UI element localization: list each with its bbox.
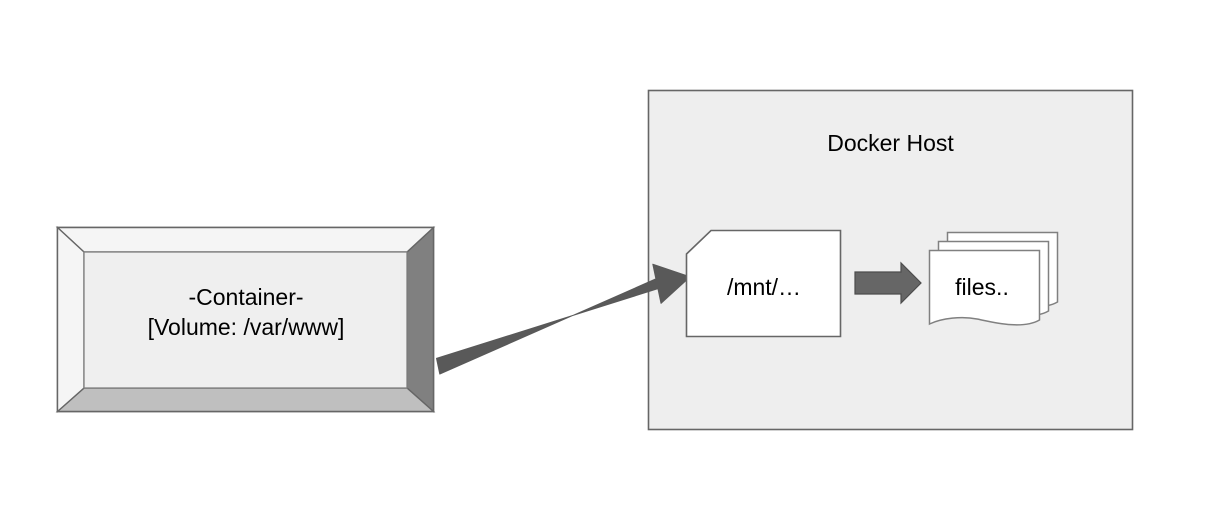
container-top-bevel: [55, 226, 436, 253]
container-to-mnt-arrow[interactable]: [427, 257, 699, 375]
container-box[interactable]: [55, 225, 436, 414]
files-sheet-front: [928, 249, 1041, 326]
container-left-bevel: [56, 225, 85, 414]
mnt-to-files-arrow[interactable]: [854, 261, 922, 305]
container-bottom-bevel: [55, 387, 436, 413]
container-front-face: [83, 251, 408, 389]
mnt-folder-shape: [685, 229, 842, 338]
mnt-folder[interactable]: [685, 229, 842, 338]
small-arrow-body: [854, 261, 922, 305]
big-arrow-body: [436, 263, 691, 375]
container-right-face: [406, 225, 435, 414]
files-stack[interactable]: [928, 231, 1059, 326]
